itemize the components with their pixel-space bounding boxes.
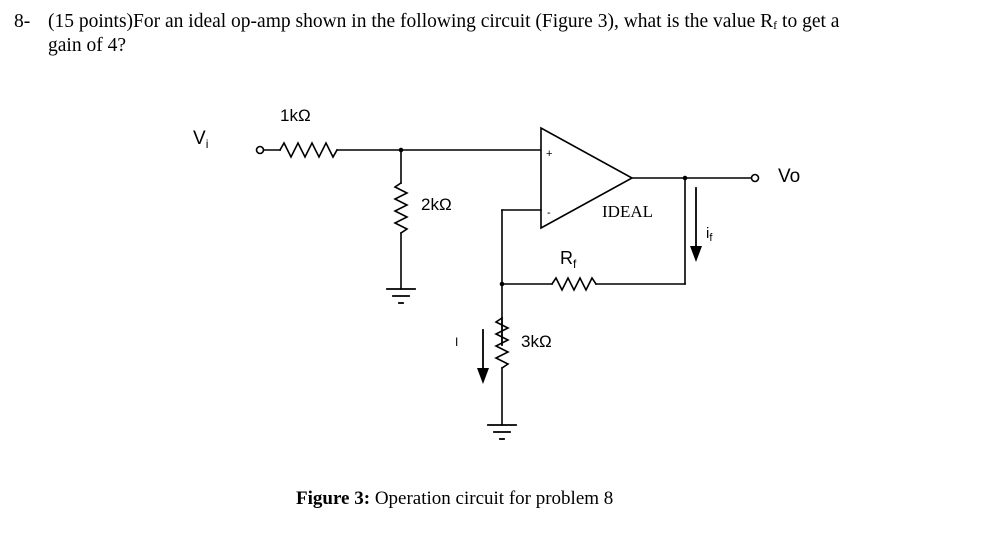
r1-label: 1kΩ [280,106,311,125]
current-if-label: if [706,225,713,244]
r2-label: 2kΩ [421,195,452,214]
current-if-label-sub: f [709,232,713,244]
output-terminal [750,173,760,183]
resistor-2k [393,181,409,235]
current-if-label-main: i [706,225,709,242]
opamp-ideal-label: IDEAL [602,202,653,221]
ground-symbol-1 [386,288,416,304]
figure-caption-bold: Figure 3: [296,488,371,509]
node-output [682,175,688,181]
question-number: 8- [14,11,31,32]
input-label-sub: i [206,137,209,151]
question-line-2: gain of 4? [48,35,126,56]
rf-label: Rf [560,248,577,271]
figure-caption: Figure 3: Operation circuit for problem … [296,488,613,510]
figure-caption-text: Operation circuit for problem 8 [370,488,614,509]
ground-symbol-2 [487,424,517,440]
input-label: Vi [193,128,208,151]
question-line-1: (15 points)For an ideal op-amp shown in … [48,10,839,37]
resistor-1k [278,141,339,159]
rf-label-sub: f [573,257,577,271]
input-label-main: V [193,128,206,149]
opamp-plus-sign: + [546,148,552,160]
opamp-minus-sign: - [547,207,551,219]
stray-mark: I [455,335,458,349]
op-amp-triangle [540,126,634,230]
input-terminal [255,145,265,155]
question-line-1-main: (15 points)For an ideal op-amp shown in … [48,11,774,32]
resistor-3k [494,316,510,370]
rf-label-main: R [560,248,573,268]
op-amp-circuit-diagram: Vi 1kΩ 2kΩ 3kΩ Rf + - IDEAL Vo if I [193,106,800,440]
r3-label: 3kΩ [521,332,552,351]
question-rf-subscript: f [773,18,778,32]
question-line-1-end: to get a [777,11,840,32]
current-if-arrowhead [690,246,702,262]
resistor-rf [550,276,598,292]
output-label: Vo [778,166,800,187]
current-i3-arrowhead [477,368,489,384]
